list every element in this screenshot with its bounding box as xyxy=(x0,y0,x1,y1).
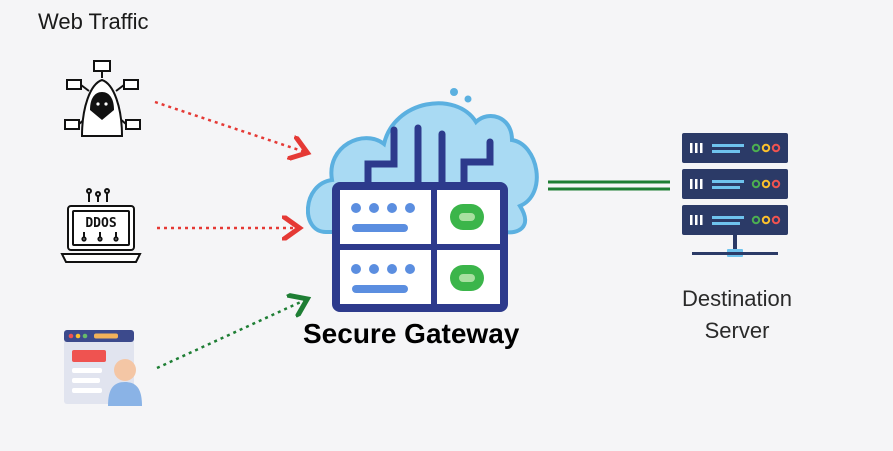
arrow-hacker-to-gateway xyxy=(154,100,305,152)
hacker-botnet-icon xyxy=(64,60,141,137)
arrow-user-to-gateway xyxy=(156,300,305,370)
destination-label: Destination Server xyxy=(665,283,809,347)
destination-label-line1: Destination xyxy=(681,286,793,311)
destination-server-icon xyxy=(682,133,788,257)
ddos-laptop-icon: DDOS xyxy=(60,188,142,263)
destination-label-line2: Server xyxy=(704,318,770,343)
secure-gateway-icon xyxy=(306,88,539,312)
diagram-title: Web Traffic xyxy=(38,9,149,34)
gateway-label: Secure Gateway xyxy=(303,318,520,349)
legitimate-user-icon xyxy=(64,330,142,406)
ddos-label: DDOS xyxy=(85,216,116,231)
